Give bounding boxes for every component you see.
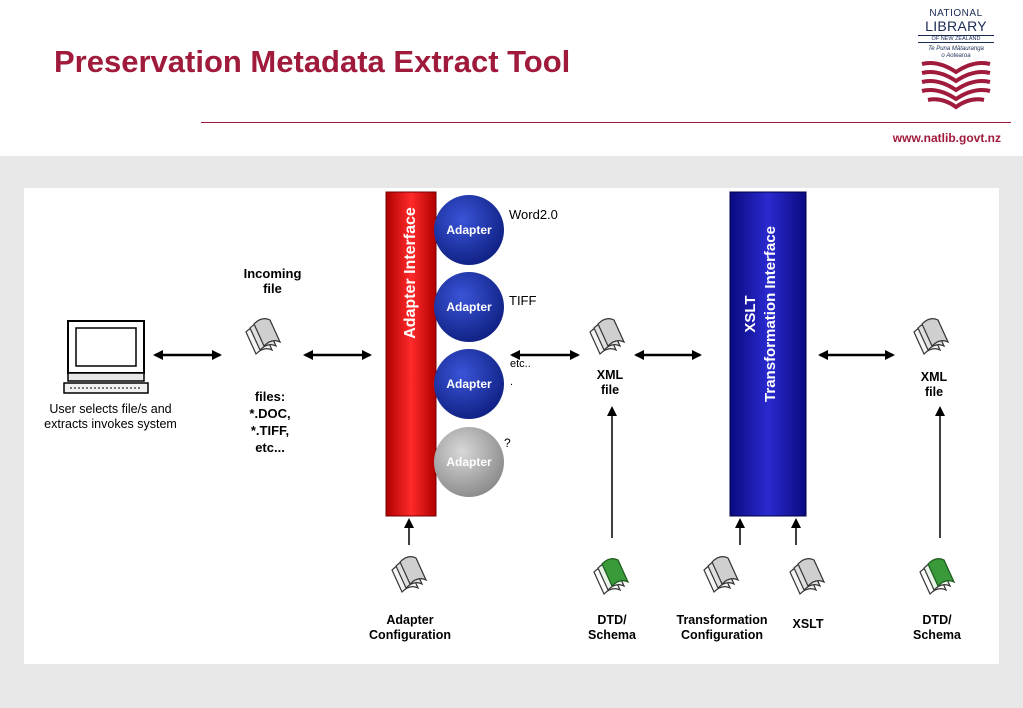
xml1-line2: file [600,383,620,397]
logo-maori-line1: Te Puna Mātauranga [928,46,984,52]
adapter-note-dot: . [510,376,514,388]
xml-file-label-2: XML file [909,370,959,400]
user-label-line1: User selects file/s and [49,402,172,416]
adapter-note-etc: etc.. [510,358,531,370]
xslt-doc-icon [789,558,825,595]
dtd1-line1: DTD/ [597,613,627,627]
diagram-panel [24,188,999,664]
transformation-interface-title: Transformation Interface [762,226,779,402]
adapter-label-3: Adapter [446,377,492,391]
dtd-schema-doc-icon-2 [919,558,955,595]
computer-icon [63,320,149,394]
xslt-doc-label: XSLT [792,617,824,631]
user-label: User selects file/s and extracts invokes… [28,402,193,432]
adapter-config-line2: Configuration [369,628,451,642]
transform-config-line2: Configuration [681,628,763,642]
xml-file-doc-icon-2 [913,318,949,355]
files-line2: *.DOC, [249,406,291,421]
adapter-note-tiff: TIFF [509,293,537,308]
adapter-label-1: Adapter [446,223,492,237]
adapter-circle-4 [434,427,504,497]
xslt-interface-label: XSLT Transformation Interface [741,204,785,424]
dtd2-line2: Schema [913,628,961,642]
adapter-note-unknown: ? [504,436,511,450]
logo-maori-line2: o Aotearoa [941,53,971,59]
dtd2-line1: DTD/ [922,613,952,627]
files-label: files: *.DOC, *.TIFF, etc... [228,388,312,456]
transform-config-label: Transformation Configuration [664,613,780,643]
adapter-circle-1 [434,195,504,265]
files-line1: files: [254,389,286,404]
user-label-line2: extracts invokes system [44,417,177,431]
adapter-circle-2 [434,272,504,342]
xslt-title: XSLT [742,295,759,333]
xml2-line2: file [924,385,944,399]
national-library-logo: NATIONAL LIBRARY OF NEW ZEALAND Te Puna … [918,6,994,118]
incoming-file-label: Incoming file [225,266,320,296]
files-line3: *.TIFF, [250,423,290,438]
adapter-interface-bar [385,191,437,517]
xml-file-doc-icon-1 [589,318,625,355]
adapter-config-label: Adapter Configuration [355,613,465,643]
page-title: Preservation Metadata Extract Tool [54,44,571,79]
site-url[interactable]: www.natlib.govt.nz [892,131,1001,145]
logo-text-library: LIBRARY [925,18,987,34]
xslt-transformation-bar [729,191,807,517]
adapter-config-doc-icon [391,556,427,593]
header-divider [201,122,1011,123]
dtd-schema-label-1: DTD/ Schema [577,613,647,643]
adapter-label-2: Adapter [446,300,492,314]
files-line4: etc... [255,440,285,455]
adapter-circle-3 [434,349,504,419]
dtd-schema-doc-icon-1 [593,558,629,595]
logo-text-maori: Te Puna Mātauranga o Aotearoa [918,46,994,60]
logo-text-nz: OF NEW ZEALAND [918,35,994,43]
dtd-schema-label-2: DTD/ Schema [902,613,972,643]
incoming-line2: file [263,281,282,296]
book-pages-icon [921,61,991,110]
transform-config-doc-icon [703,556,739,593]
logo-text-national: NATIONAL [929,8,983,19]
transform-config-line1: Transformation [676,613,768,627]
dtd1-line2: Schema [588,628,636,642]
adapter-label-4: Adapter [446,455,492,469]
adapter-note-word: Word2.0 [509,207,558,222]
adapter-config-line1: Adapter [386,613,434,627]
xml-file-label-1: XML file [585,368,635,398]
incoming-file-doc-icon [245,318,281,355]
xml2-line1: XML [920,370,948,384]
incoming-line1: Incoming [243,266,302,281]
xml1-line1: XML [596,368,624,382]
adapter-interface-label: Adapter Interface [402,207,419,339]
